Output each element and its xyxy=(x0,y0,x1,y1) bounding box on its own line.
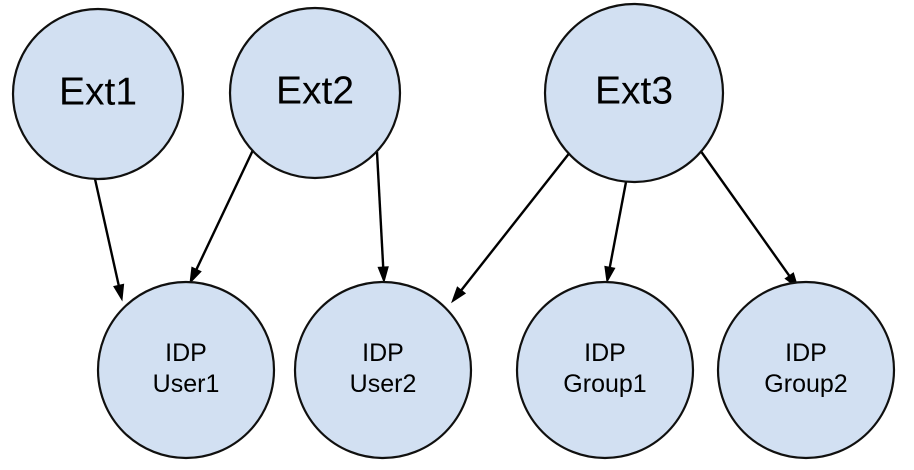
node-ext2[interactable]: Ext2 xyxy=(228,6,402,180)
arrowhead-icon xyxy=(113,283,125,302)
edge-layer xyxy=(93,149,799,304)
node-circle[interactable] xyxy=(228,6,402,180)
arrowhead-icon xyxy=(189,266,202,285)
edge-ext1-user1 xyxy=(93,178,125,302)
edge-line xyxy=(460,150,572,291)
edge-line xyxy=(608,181,628,268)
edge-ext2-user2 xyxy=(375,151,389,284)
edge-ext3-group1 xyxy=(604,181,628,284)
edge-ext3-group2 xyxy=(699,149,799,290)
arrowhead-icon xyxy=(451,286,467,304)
node-circle[interactable] xyxy=(515,280,695,460)
node-ext1[interactable]: Ext1 xyxy=(11,7,185,181)
node-circle[interactable] xyxy=(543,2,725,184)
arrowhead-icon xyxy=(604,265,616,284)
edge-ext3-user2 xyxy=(451,150,572,304)
node-circle[interactable] xyxy=(293,280,473,460)
arrowhead-icon xyxy=(377,266,389,284)
edge-ext2-user1 xyxy=(189,149,255,285)
edge-line xyxy=(375,151,385,268)
node-circle[interactable] xyxy=(716,280,896,460)
edge-line xyxy=(93,178,120,286)
node-circle[interactable] xyxy=(11,7,185,181)
edge-line xyxy=(195,149,255,270)
node-circle[interactable] xyxy=(96,280,276,460)
node-ext3[interactable]: Ext3 xyxy=(543,2,725,184)
edge-line xyxy=(699,149,791,277)
